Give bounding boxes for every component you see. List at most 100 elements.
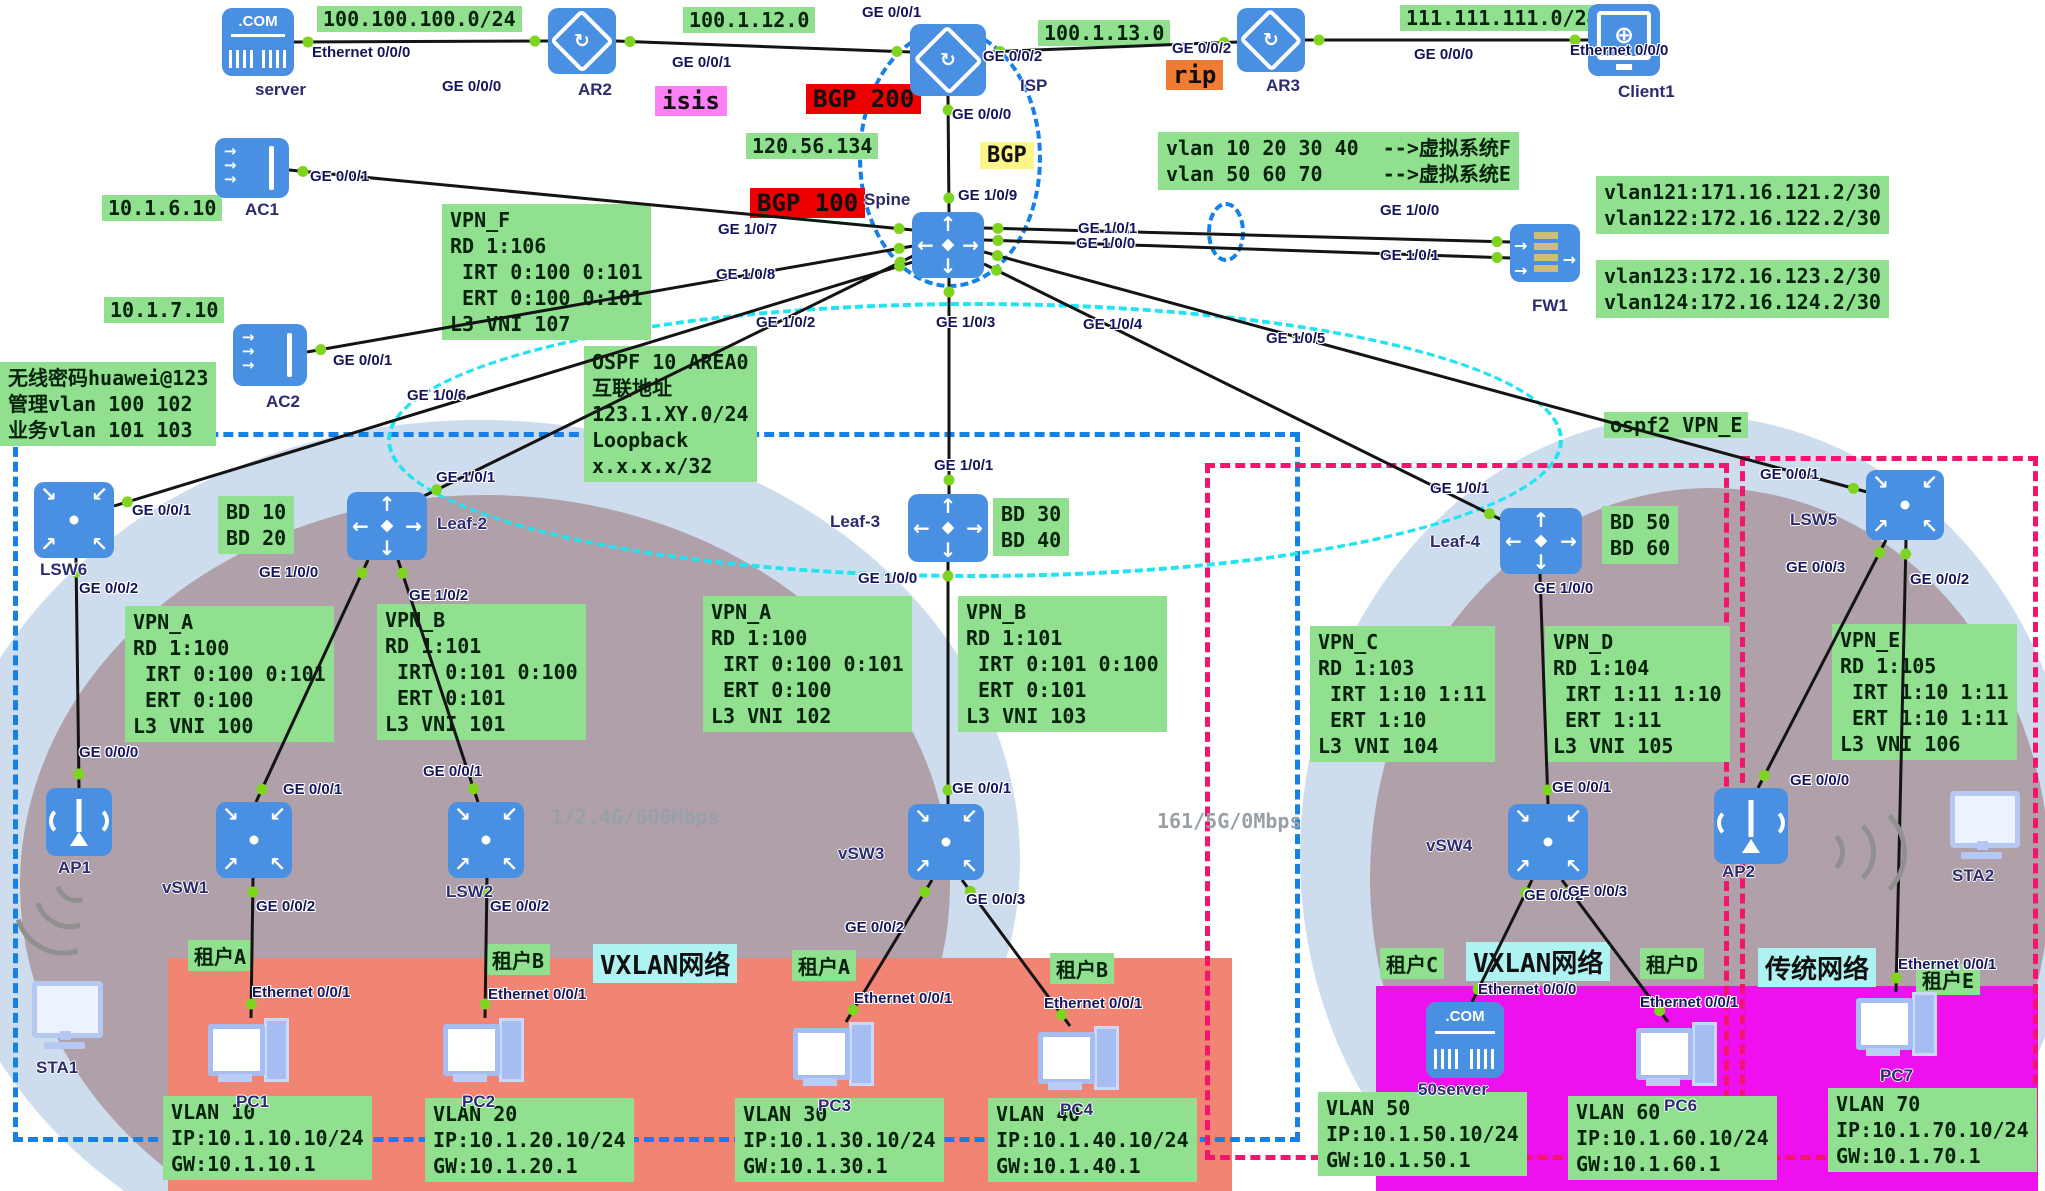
center-node-icon bbox=[941, 521, 955, 535]
device-icon-AP2[interactable] bbox=[1714, 788, 1788, 864]
port-label: GE 1/0/7 bbox=[718, 221, 778, 238]
pc-stand-icon bbox=[218, 1074, 252, 1083]
pc-screen-icon bbox=[793, 1028, 851, 1080]
device-icon-Client1[interactable]: ⊕ bbox=[1588, 4, 1660, 76]
vpn-f-line-1: RD 1:106 bbox=[450, 234, 547, 258]
device-label-FW1: FW1 bbox=[1532, 296, 1568, 315]
port-label: GE 0/0/0 bbox=[1790, 772, 1850, 789]
arrow-se-icon: ↘ bbox=[222, 802, 239, 826]
net-label: 10.1.7.10 bbox=[104, 297, 225, 323]
port-label: Ethernet 0/0/1 bbox=[854, 990, 953, 1007]
vpn-b-leaf2-line-4: L3 VNI 101 bbox=[385, 712, 506, 736]
port-label: GE 0/0/1 bbox=[1552, 779, 1612, 796]
net-label: 120.56.134 bbox=[746, 133, 879, 159]
vpn-e-lsw5-line-3: ERT 1:10 1:11 bbox=[1840, 706, 2009, 730]
device-icon-FW1[interactable]: → → → bbox=[1510, 224, 1580, 282]
arrow-right-icon: → bbox=[966, 516, 983, 540]
device-icon-Leaf-2[interactable]: ↑ ↓ ← → bbox=[347, 492, 427, 560]
center-dot-icon bbox=[1900, 500, 1910, 510]
device-label-50server: 50server bbox=[1418, 1080, 1488, 1099]
vpn-b-leaf2-line-2: IRT 0:101 0:100 bbox=[385, 660, 578, 684]
sta-screen-icon bbox=[32, 981, 104, 1039]
device-icon-ISP[interactable]: ↻ bbox=[910, 24, 986, 96]
vlan30-info-line-0: VLAN 30 bbox=[743, 1102, 828, 1126]
vpn-c-leaf4-line-1: RD 1:103 bbox=[1318, 656, 1415, 680]
port-dot-icon bbox=[529, 35, 541, 47]
port-label: GE 1/0/3 bbox=[936, 314, 996, 331]
vpn-d-leaf4-line-4: L3 VNI 105 bbox=[1553, 734, 1674, 758]
device-icon-server[interactable]: .COM bbox=[222, 8, 294, 76]
wifi-info-line-1: 管理vlan 100 102 bbox=[8, 392, 193, 416]
vpn-e-lsw5-line-0: VPN_E bbox=[1840, 628, 1901, 652]
device-label-ISP: ISP bbox=[1020, 76, 1048, 95]
device-icon-LSW5[interactable]: ↘ ↙ ↗ ↖ bbox=[1866, 470, 1944, 540]
device-icon-AR2[interactable]: ↻ bbox=[548, 8, 616, 74]
device-label-AP1: AP1 bbox=[58, 858, 92, 877]
pc-tower-icon bbox=[1692, 1022, 1717, 1086]
arrow-sw-icon: ↙ bbox=[501, 802, 518, 826]
bgp-label: BGP bbox=[980, 142, 1034, 169]
device-icon-STA1[interactable] bbox=[26, 978, 106, 1054]
device-icon-Leaf-4[interactable]: ↑ ↓ ← → bbox=[1500, 508, 1582, 574]
arrow-in-icon: → bbox=[1514, 261, 1528, 281]
vpn-d-leaf4-line-0: VPN_D bbox=[1553, 630, 1614, 654]
device-icon-vSW3[interactable]: ↘ ↙ ↗ ↖ bbox=[908, 804, 984, 880]
device-icon-PC4[interactable] bbox=[1038, 1026, 1122, 1098]
port-label: GE 0/0/2 bbox=[1172, 40, 1232, 57]
device-icon-PC7[interactable] bbox=[1856, 992, 1940, 1064]
net-label: 10.1.6.10 bbox=[102, 195, 223, 221]
vpn-b-leaf3-line-3: ERT 0:101 bbox=[966, 678, 1087, 702]
device-icon-vSW1[interactable]: ↘ ↙ ↗ ↖ bbox=[216, 802, 292, 878]
ospf-underlay-line-4: x.x.x.x/32 bbox=[592, 454, 713, 478]
device-icon-PC3[interactable] bbox=[793, 1022, 877, 1094]
wifi-info-line-0: 无线密码huawei@123 bbox=[8, 366, 209, 390]
device-label-LSW2: LSW2 bbox=[446, 882, 494, 901]
device-label-Leaf-3: Leaf-3 bbox=[830, 512, 881, 531]
device-icon-PC1[interactable] bbox=[208, 1018, 292, 1090]
device-icon-Leaf-3[interactable]: ↑ ↓ ← → bbox=[908, 494, 988, 562]
device-icon-AC1[interactable]: →→→ bbox=[215, 138, 289, 198]
device-icon-vSW4[interactable]: ↘ ↙ ↗ ↖ bbox=[1508, 804, 1588, 880]
port-label: GE 1/0/1 bbox=[1380, 247, 1440, 264]
vpn-a-leaf2-line-3: ERT 0:100 bbox=[133, 688, 254, 712]
sta-neck-icon bbox=[1976, 841, 1988, 851]
device-icon-STA2[interactable] bbox=[1944, 788, 2022, 864]
vlan20-info-line-2: GW:10.1.20.1 bbox=[433, 1154, 578, 1178]
vlan10-info-line-2: GW:10.1.10.1 bbox=[171, 1152, 316, 1176]
ac-panel-icon bbox=[287, 332, 293, 378]
device-icon-AP1[interactable] bbox=[46, 788, 112, 856]
port-label: GE 1/0/8 bbox=[716, 266, 776, 283]
pc-tower-icon bbox=[849, 1022, 874, 1086]
vpn-b-leaf3-line-1: RD 1:101 bbox=[966, 626, 1063, 650]
radio-wave-icon bbox=[48, 805, 79, 836]
device-label-server: server bbox=[255, 80, 307, 99]
port-label: GE 0/0/1 bbox=[283, 781, 343, 798]
vlan40-info-line-1: IP:10.1.40.10/24 bbox=[996, 1128, 1189, 1152]
device-icon-Spine[interactable]: ↑ ↓ ← → bbox=[912, 212, 984, 278]
monitor-stand-icon bbox=[1616, 63, 1632, 71]
device-icon-AC2[interactable]: →→→ bbox=[233, 324, 307, 386]
device-icon-LSW6[interactable]: ↘ ↙ ↗ ↖ bbox=[34, 482, 114, 558]
ospf-underlay-line-0: OSPF 10 AREA0 bbox=[592, 350, 749, 374]
net-label: 租户C bbox=[1380, 948, 1445, 979]
vpn-a-leaf2-line-2: IRT 0:100 0:101 bbox=[133, 662, 326, 686]
device-icon-PC2[interactable] bbox=[443, 1018, 527, 1090]
device-icon-50server[interactable]: .COM bbox=[1426, 1002, 1504, 1078]
bd-50-60-line-1: BD 60 bbox=[1610, 536, 1671, 560]
fw-vlan-34x-line-1: vlan124:172.16.124.2/30 bbox=[1604, 290, 1881, 314]
port-label: GE 1/0/0 bbox=[858, 570, 918, 587]
arrow-up-icon: ↑ bbox=[378, 492, 396, 516]
device-icon-PC6[interactable] bbox=[1636, 1022, 1720, 1094]
arrow-up-icon: ↑ bbox=[939, 212, 957, 236]
device-icon-LSW2[interactable]: ↘ ↙ ↗ ↖ bbox=[448, 802, 524, 878]
device-icon-AR3[interactable]: ↻ bbox=[1237, 8, 1305, 72]
arrow-in-icon: → bbox=[1514, 235, 1528, 255]
barcode-icon bbox=[1469, 1049, 1497, 1069]
arrow-sw-icon: ↙ bbox=[961, 804, 978, 828]
port-label: GE 0/0/0 bbox=[79, 744, 139, 761]
